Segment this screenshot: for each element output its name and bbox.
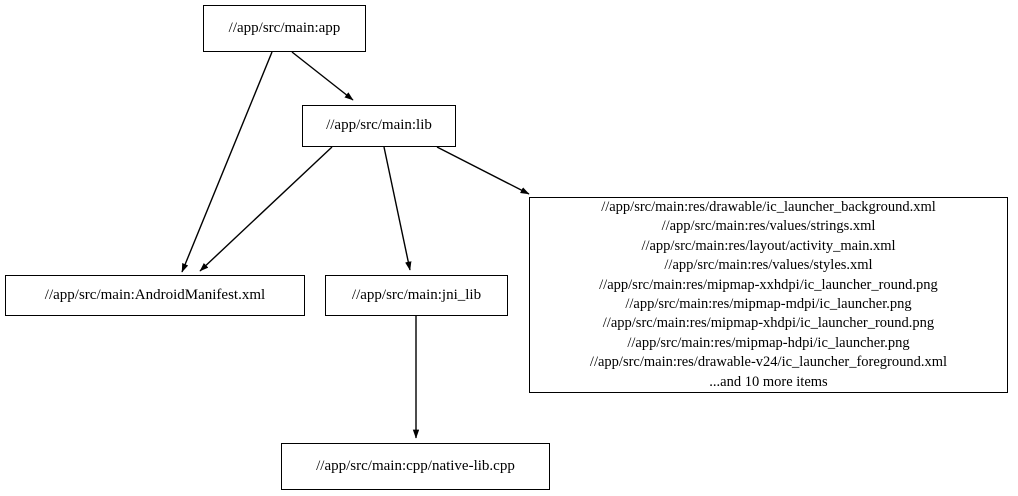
edge-lib-to-manifest [199, 146, 333, 272]
node-jni-lib[interactable]: //app/src/main:jni_lib [325, 275, 508, 316]
node-app[interactable]: //app/src/main:app [203, 5, 366, 52]
node-lib[interactable]: //app/src/main:lib [302, 105, 456, 147]
edge-app-to-manifest [181, 51, 273, 273]
edge-lib-to-resources [436, 146, 530, 195]
node-app-label: //app/src/main:app [228, 19, 341, 36]
edge-lib-to-jni-lib [383, 146, 412, 271]
node-android-manifest-label: //app/src/main:AndroidManifest.xml [44, 286, 266, 303]
node-android-manifest[interactable]: //app/src/main:AndroidManifest.xml [5, 275, 305, 316]
node-jni-lib-label: //app/src/main:jni_lib [351, 286, 482, 303]
node-resources-group-label: //app/src/main:res/drawable/ic_launcher_… [589, 198, 948, 390]
node-native-lib-cpp-label: //app/src/main:cpp/native-lib.cpp [316, 457, 515, 474]
edge-app-to-lib [291, 51, 354, 101]
node-native-lib-cpp[interactable]: //app/src/main:cpp/native-lib.cpp [281, 443, 550, 490]
node-lib-label: //app/src/main:lib [326, 117, 432, 134]
node-resources-group[interactable]: //app/src/main:res/drawable/ic_launcher_… [529, 197, 1008, 393]
